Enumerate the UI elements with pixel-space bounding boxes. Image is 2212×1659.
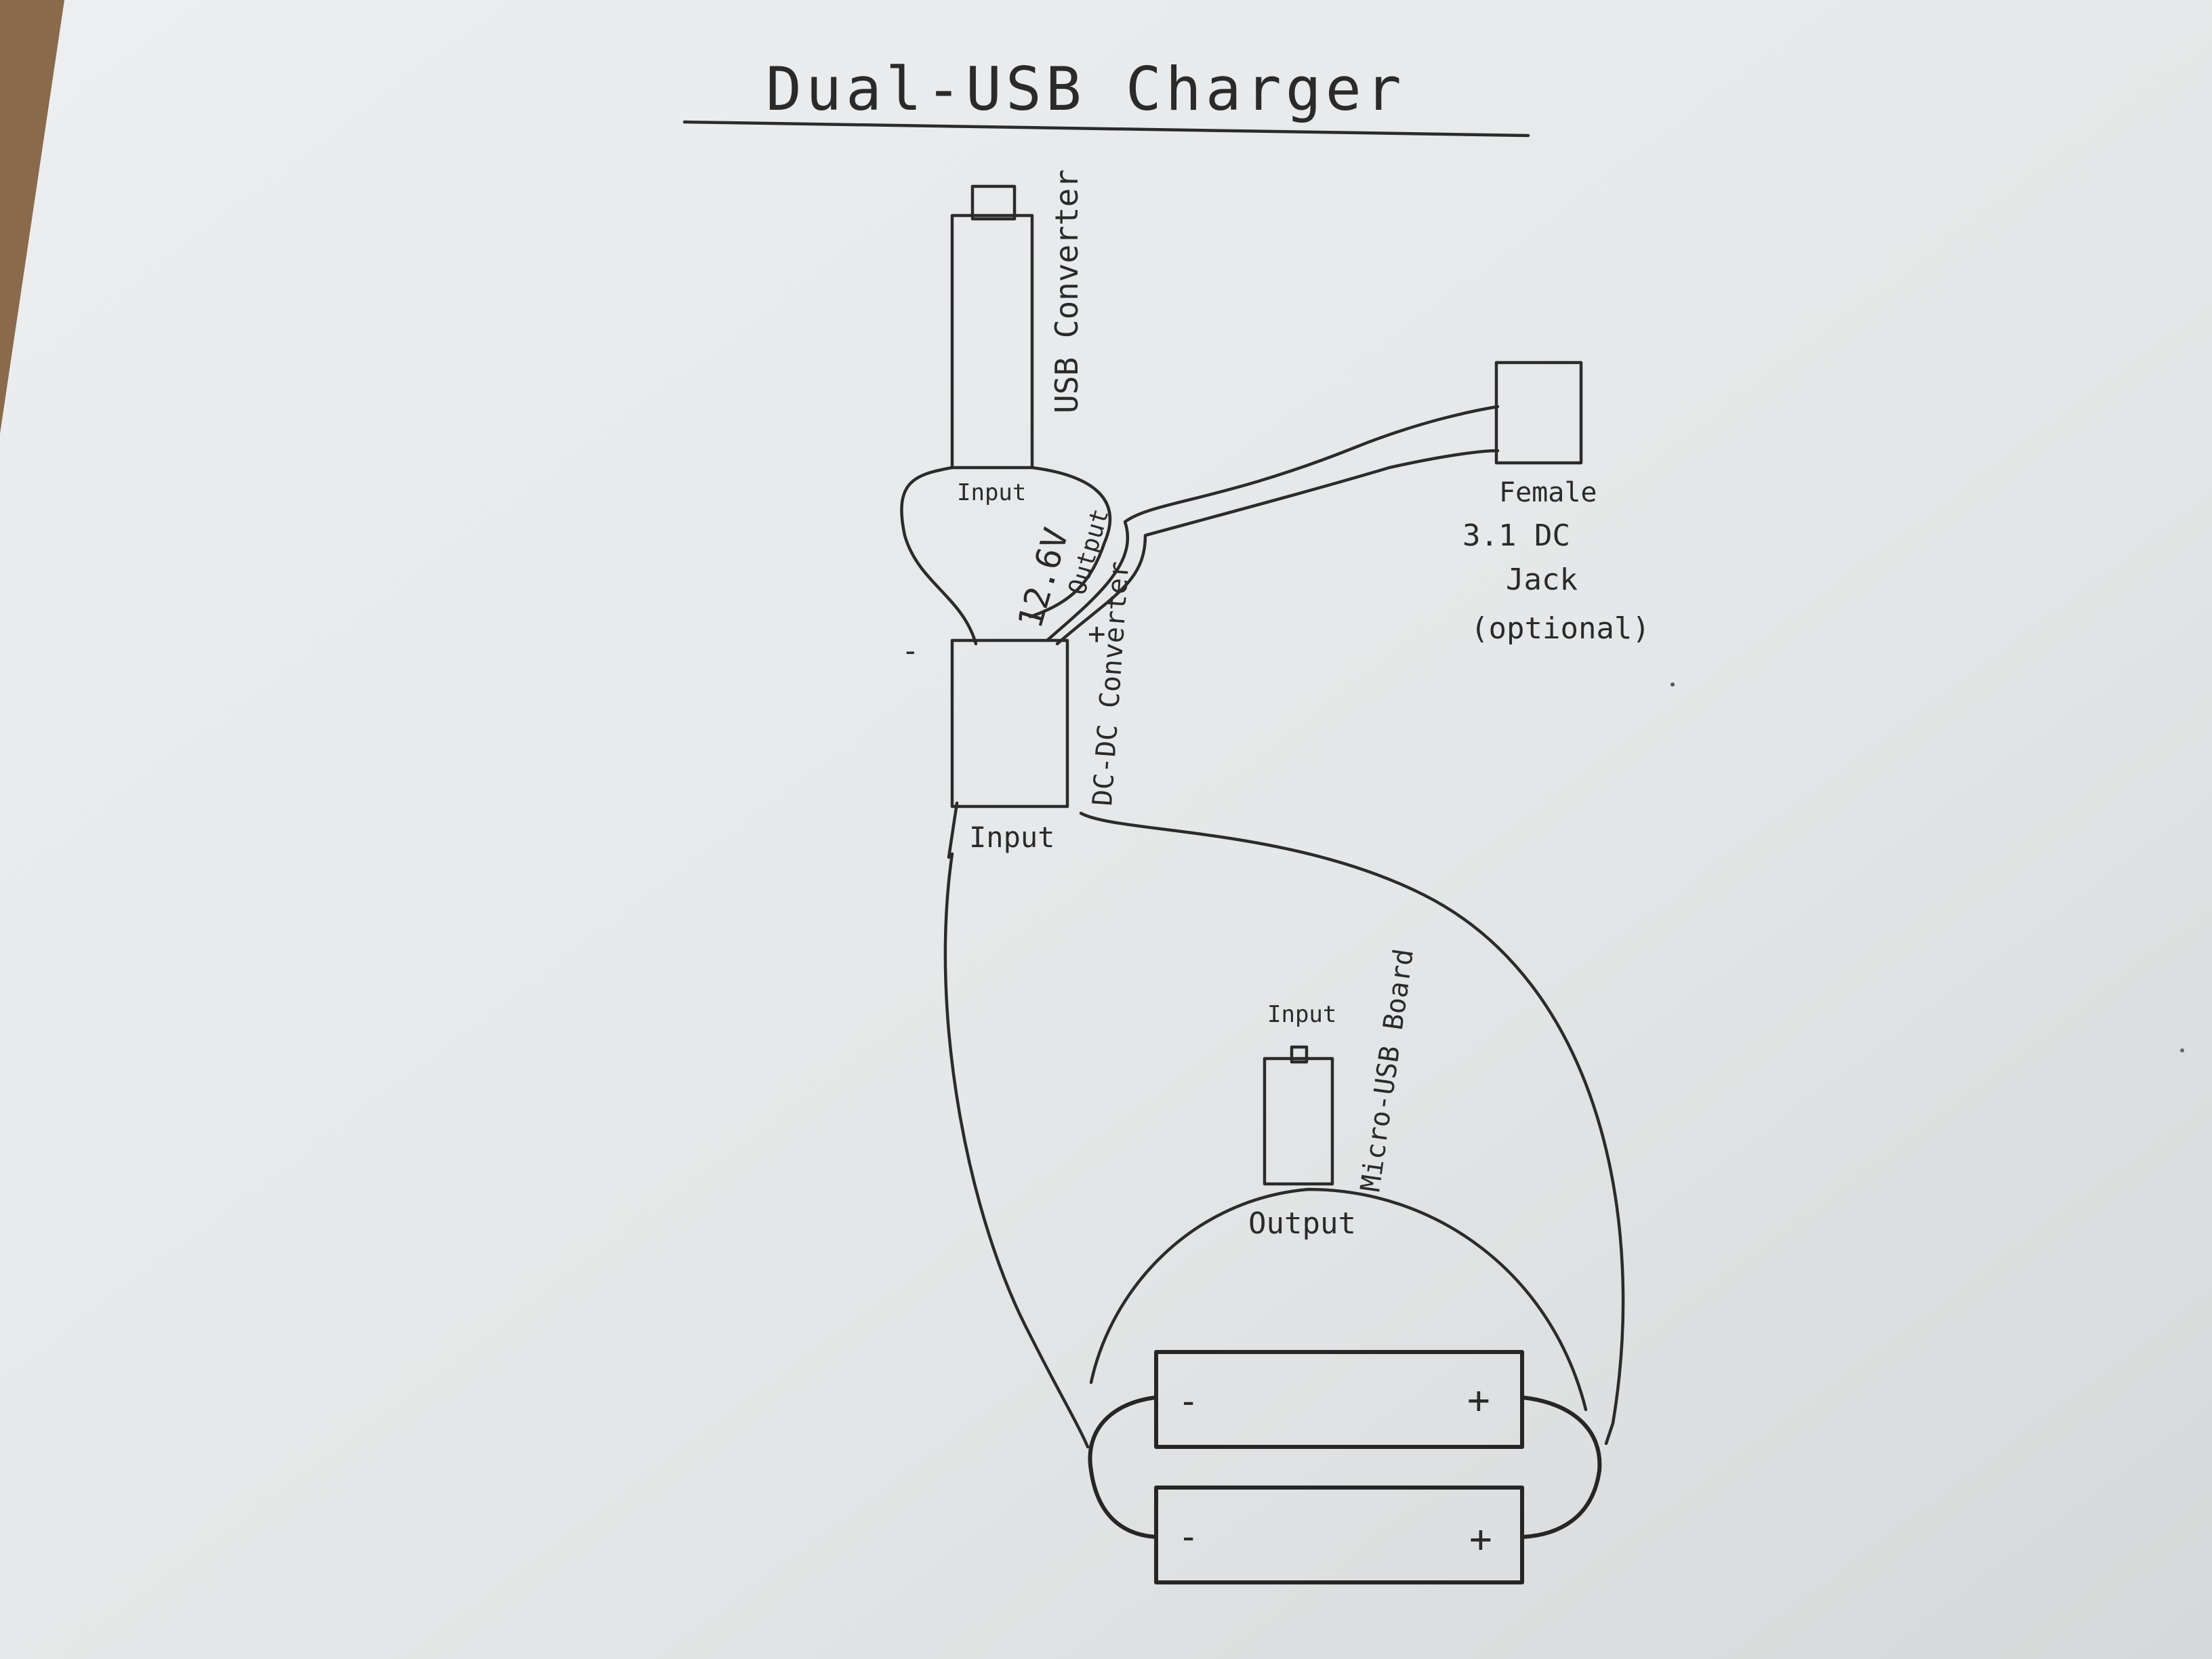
micro-usb-port bbox=[1290, 1045, 1309, 1064]
pencil-speck bbox=[2180, 1048, 2184, 1052]
micro-usb-board-box bbox=[1263, 1057, 1334, 1186]
wire-dcdc-positive bbox=[1079, 811, 1625, 1446]
battery-positive-link bbox=[1520, 1395, 1602, 1539]
diagram-title: Dual-USB Charger bbox=[766, 54, 1406, 124]
battery-top-minus: - bbox=[1178, 1381, 1199, 1422]
dc-jack-label-line4: (optional) bbox=[1471, 611, 1650, 646]
dc-jack-box bbox=[1494, 361, 1583, 465]
dc-jack-label-line1: Female bbox=[1499, 477, 1597, 508]
battery-bottom-minus: - bbox=[1178, 1517, 1199, 1557]
pencil-speck bbox=[1671, 682, 1675, 687]
dcdc-input-label: Input bbox=[969, 821, 1054, 854]
dcdc-minus-sign: - bbox=[901, 634, 920, 668]
micro-usb-input-label: Input bbox=[1267, 1001, 1336, 1028]
usb-converter-label: USB Converter bbox=[1048, 169, 1085, 413]
micro-usb-output-arch bbox=[1089, 1187, 1588, 1412]
battery-top-plus: + bbox=[1467, 1378, 1490, 1422]
jack-wire-lower bbox=[1055, 449, 1500, 646]
battery-bottom-plus: + bbox=[1469, 1517, 1492, 1561]
usb-converter-input-label: Input bbox=[957, 479, 1026, 506]
title-underline bbox=[682, 120, 1530, 138]
female-dc-jack: Female 3.1 DC Jack (optional) bbox=[1462, 361, 1650, 646]
dc-jack-label-line3: Jack bbox=[1506, 562, 1578, 597]
usb-converter: USB Converter Input bbox=[950, 169, 1085, 506]
dc-jack-label-line2: 3.1 DC bbox=[1462, 518, 1570, 553]
dcdc-input-tick bbox=[947, 801, 959, 859]
wire-dcdc-negative bbox=[943, 852, 1090, 1449]
usb-input-loop-right bbox=[1028, 466, 1112, 619]
usb-port-tab bbox=[970, 184, 1017, 221]
micro-usb-output-label: Output bbox=[1248, 1206, 1356, 1241]
usb-converter-box bbox=[950, 213, 1034, 470]
dcdc-converter-box bbox=[950, 638, 1069, 808]
dcdc-plus-sign: + bbox=[1088, 617, 1106, 651]
battery-negative-link bbox=[1088, 1395, 1158, 1539]
usb-input-loop-left bbox=[900, 466, 978, 646]
battery-pack: - + - + bbox=[1088, 1350, 1602, 1584]
jack-wire-upper bbox=[1045, 405, 1500, 642]
